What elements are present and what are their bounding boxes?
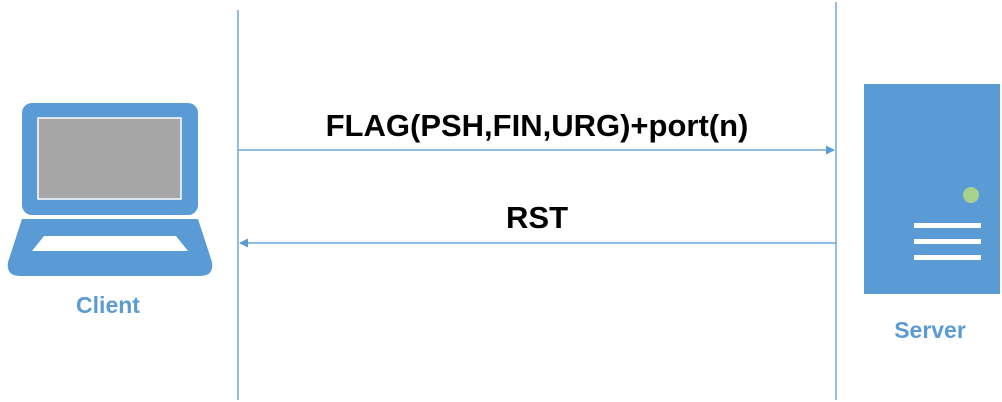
flag-message-label: FLAG(PSH,FIN,URG)+port(n) [325,108,749,143]
server-tower-icon [864,84,1000,294]
client-label: Client [76,292,140,318]
laptop-icon [7,103,213,276]
rst-message-label: RST [506,200,568,235]
server-label: Server [894,317,966,343]
